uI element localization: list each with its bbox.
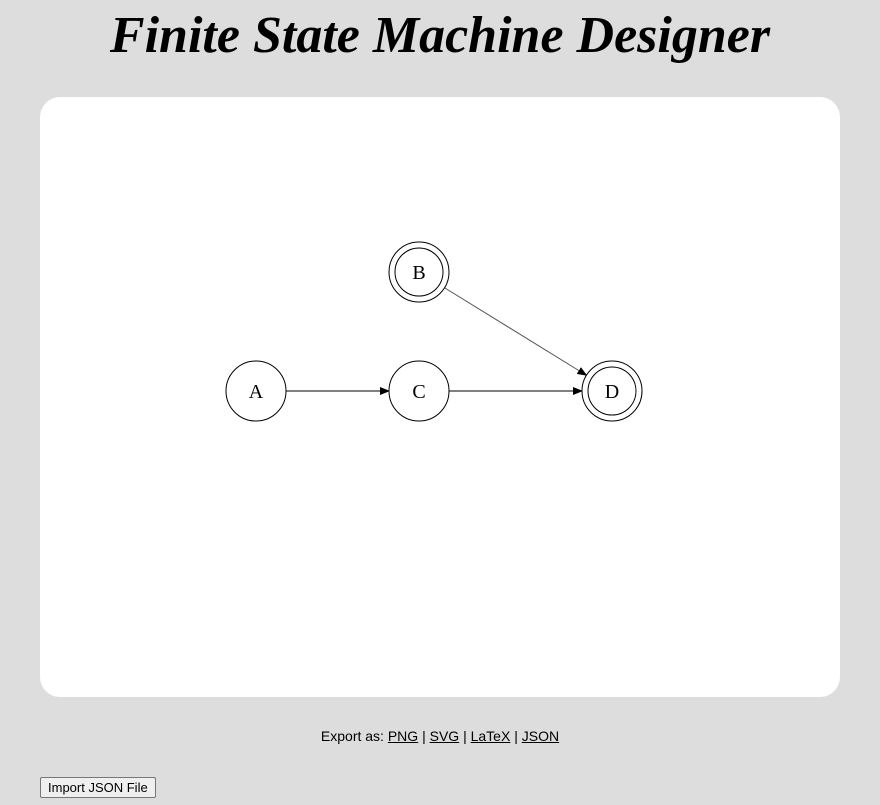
state-circle[interactable] (581, 360, 643, 422)
state-label: A (249, 381, 264, 403)
export-png-link[interactable]: PNG (387, 728, 419, 744)
accept-state-ring (394, 247, 444, 297)
export-separator: | (514, 728, 518, 744)
transition-B-D[interactable] (444, 287, 588, 376)
state-D[interactable]: D (581, 360, 643, 422)
state-label: C (412, 381, 425, 403)
export-separator: | (422, 728, 426, 744)
export-latex-link[interactable]: LaTeX (470, 728, 511, 744)
state-label: B (412, 262, 425, 284)
page-title: Finite State Machine Designer (109, 7, 771, 64)
import-json-button[interactable]: Import JSON File (40, 777, 156, 798)
state-C[interactable]: C (388, 360, 450, 422)
export-bar: Export as: PNG | SVG | LaTeX | JSON (0, 728, 880, 744)
state-label: D (605, 381, 619, 403)
state-B[interactable]: B (388, 241, 450, 303)
export-separator: | (463, 728, 467, 744)
fsm-diagram[interactable]: A B C D (40, 97, 840, 697)
export-json-link[interactable]: JSON (521, 728, 560, 744)
state-circle[interactable] (388, 241, 450, 303)
export-svg-link[interactable]: SVG (429, 728, 460, 744)
state-circle[interactable] (388, 360, 450, 422)
state-circle[interactable] (225, 360, 287, 422)
export-prefix: Export as: (320, 728, 384, 744)
fsm-canvas[interactable]: A B C D (40, 97, 840, 697)
accept-state-ring (587, 366, 637, 416)
state-A[interactable]: A (225, 360, 287, 422)
